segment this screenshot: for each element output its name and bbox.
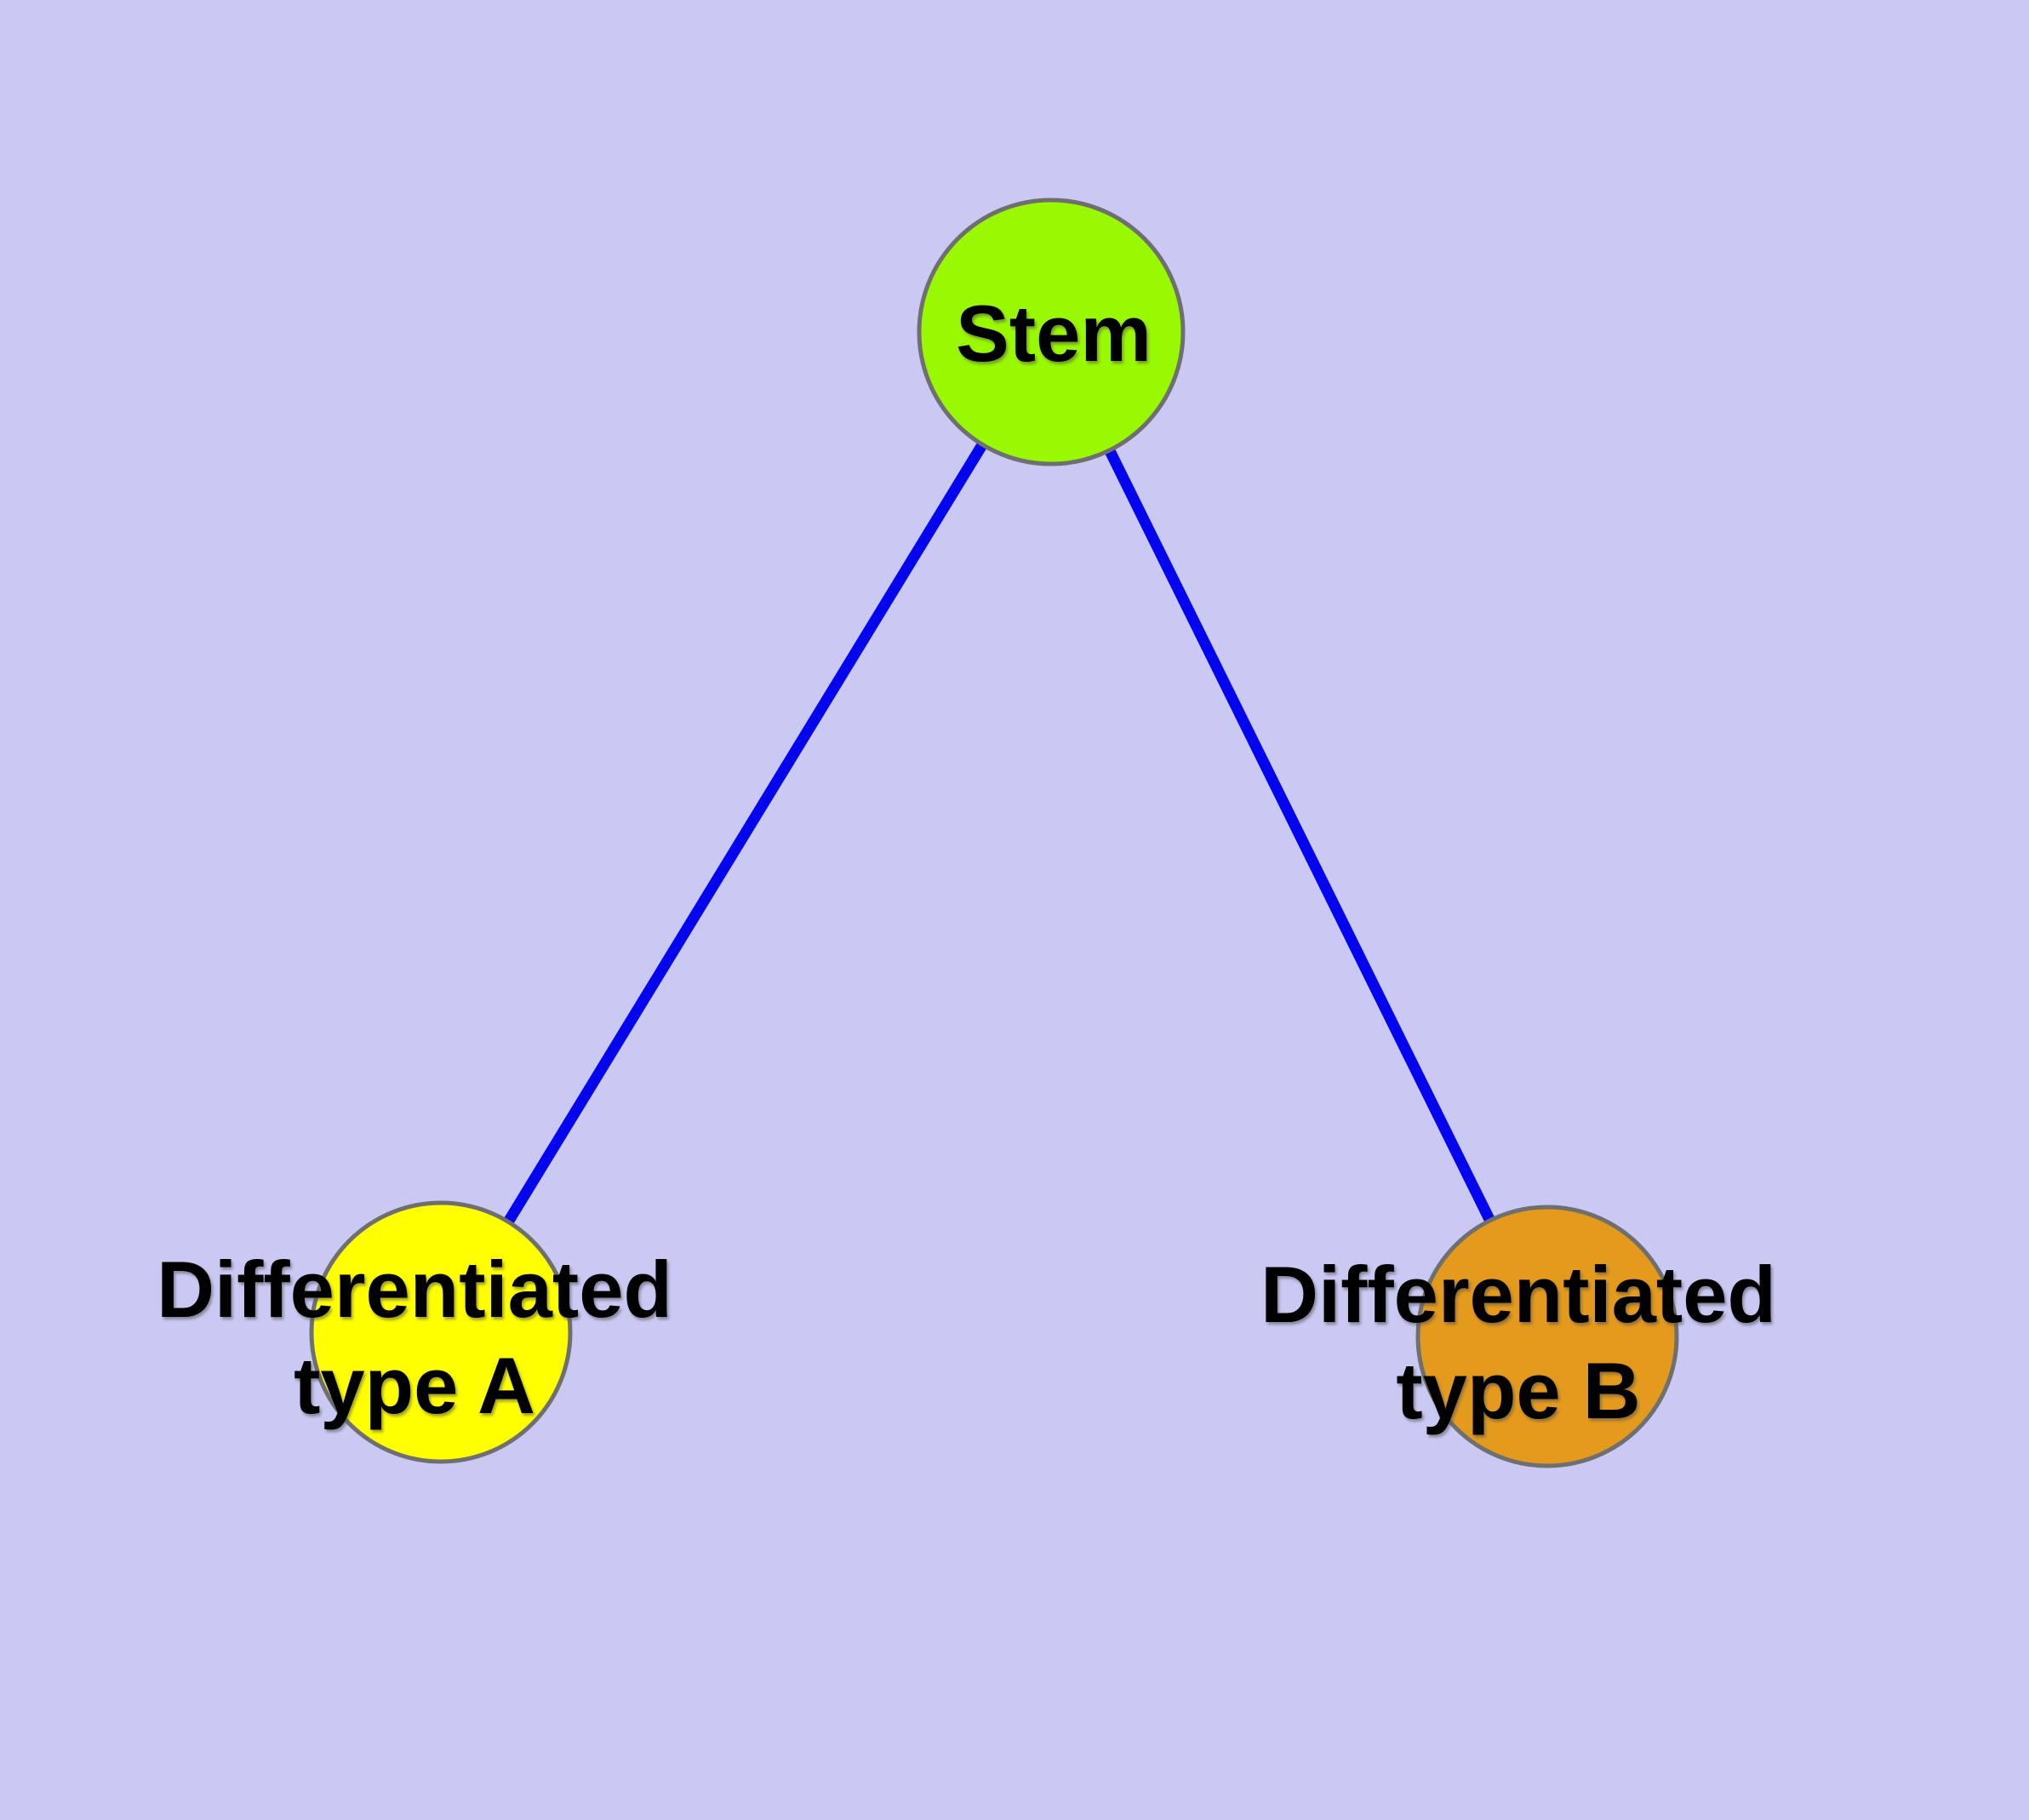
edge-stem-to-type-b	[1046, 329, 1552, 1339]
edge-stem-to-type-a	[436, 329, 1056, 1336]
node-differentiated-type-a	[309, 1200, 573, 1464]
node-differentiated-type-a-label-line1: Differentiated	[157, 1245, 672, 1334]
node-differentiated-type-b-label-line1: Differentiated	[1260, 1250, 1776, 1339]
node-stem-label: Stem	[956, 289, 1152, 378]
node-stem	[917, 197, 1186, 466]
node-differentiated-type-a-label-line2: type A	[294, 1341, 535, 1430]
node-differentiated-type-b	[1415, 1205, 1679, 1468]
node-differentiated-type-b-label-line2: type B	[1396, 1346, 1640, 1435]
